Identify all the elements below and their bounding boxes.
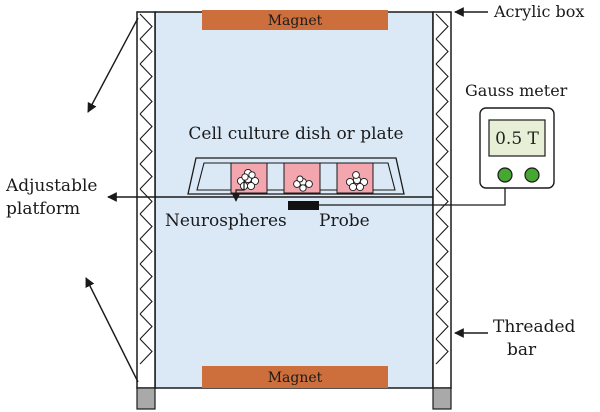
label-acrylic-box: Acrylic box — [493, 2, 584, 21]
label-threaded: Threaded — [493, 317, 576, 337]
magnet-top: Magnet — [202, 10, 388, 30]
magnet-bottom: Magnet — [202, 366, 388, 388]
label-platform: platform — [6, 199, 80, 219]
svg-text:Magnet: Magnet — [268, 370, 323, 386]
foot-left — [136, 387, 156, 410]
arrow-threaded-bar-left-top — [87, 17, 139, 113]
arrow-threaded-bar-left-bottom — [85, 277, 139, 383]
probe — [288, 201, 319, 210]
label-neurospheres: Neurospheres — [165, 211, 287, 231]
acrylic-box — [154, 11, 434, 389]
gauss-knob-left — [497, 167, 513, 183]
gauss-meter: 0.5 T — [479, 107, 555, 189]
threaded-bar-right — [432, 11, 452, 389]
label-probe: Probe — [319, 211, 370, 231]
label-culture-dish: Cell culture dish or plate — [188, 124, 403, 144]
gauss-reading: 0.5 T — [495, 129, 539, 149]
svg-text:Magnet: Magnet — [268, 13, 323, 29]
gauss-knob-right — [524, 167, 540, 183]
foot-right — [432, 387, 452, 410]
label-gauss-meter: Gauss meter — [465, 81, 568, 100]
neurospheres — [236, 168, 369, 192]
threaded-bar-left — [136, 11, 156, 389]
label-bar: bar — [507, 340, 537, 360]
gauss-display — [488, 119, 546, 157]
arrow-neurospheres — [231, 180, 245, 202]
label-adjustable: Adjustable — [5, 176, 97, 196]
